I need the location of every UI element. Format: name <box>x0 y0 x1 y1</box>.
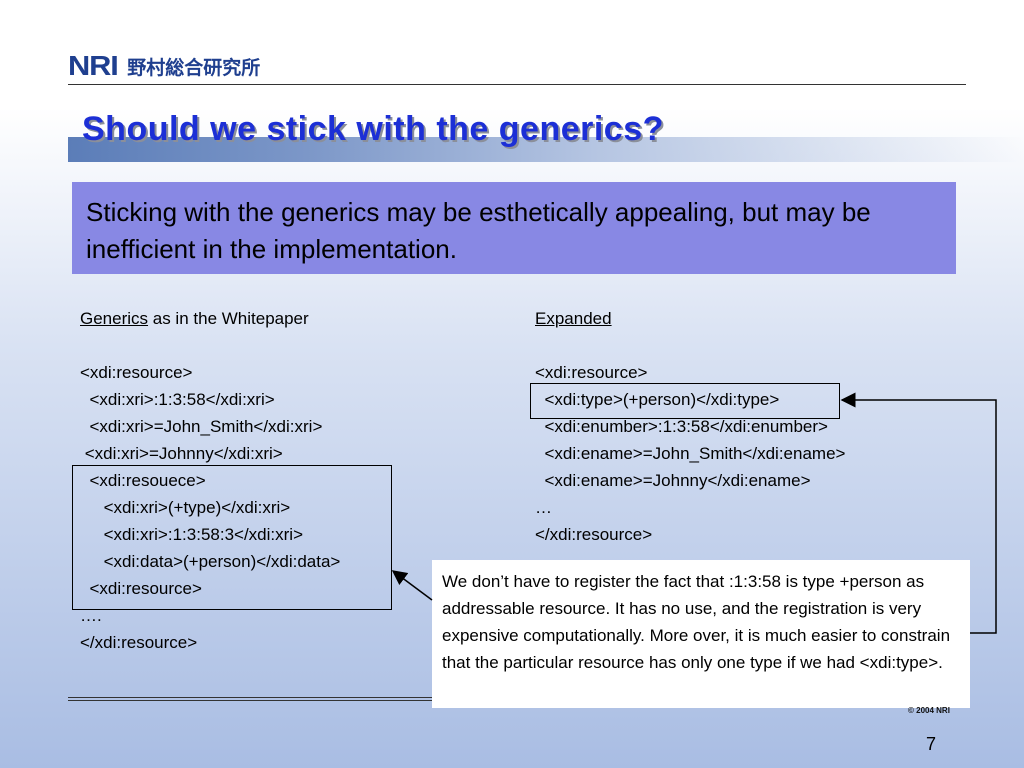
summary-box: Sticking with the generics may be esthet… <box>72 182 956 274</box>
logo-company-name: 野村総合研究所 <box>127 56 261 79</box>
code-line: …. <box>80 606 102 625</box>
code-line: <xdi:xri>:1:3:58:3</xdi:xri> <box>80 525 304 544</box>
nri-logo: NRI 野村総合研究所 <box>68 50 260 82</box>
footer-divider <box>68 697 432 698</box>
expanded-column: Expanded <xdi:resource> <xdi:type>(+pers… <box>535 305 845 548</box>
type-highlight-box <box>530 383 840 419</box>
code-line: <xdi:resouece> <box>80 471 206 490</box>
code-line: <xdi:xri>=Johnny</xdi:xri> <box>80 444 283 463</box>
generics-heading-rest: as in the Whitepaper <box>148 309 309 328</box>
arrow-to-generics <box>391 570 433 601</box>
code-line: <xdi:type>(+person)</xdi:type> <box>535 390 780 409</box>
code-line: </xdi:resource> <box>80 633 198 652</box>
generics-heading: Generics as in the Whitepaper <box>80 305 340 332</box>
code-line: … <box>535 498 552 517</box>
code-line: <xdi:ename>=John_Smith</xdi:ename> <box>535 444 846 463</box>
slide-title: Should we stick with the generics? <box>82 110 664 148</box>
copyright-text: © 2004 NRI <box>908 706 950 715</box>
generics-column: Generics as in the Whitepaper <xdi:resou… <box>80 305 340 656</box>
code-line: <xdi:xri>=John_Smith</xdi:xri> <box>80 417 323 436</box>
callout-box: We don’t have to register the fact that … <box>432 560 970 708</box>
code-line: <xdi:resource> <box>535 363 648 382</box>
header-divider <box>68 84 966 85</box>
title-band <box>68 137 1024 162</box>
code-line: <xdi:data>(+person)</xdi:data> <box>80 552 341 571</box>
footer-divider <box>68 700 432 701</box>
code-line: <xdi:resource> <box>80 579 202 598</box>
arrow-to-type <box>840 392 997 634</box>
page-number: 7 <box>926 734 937 754</box>
generics-heading-link[interactable]: Generics <box>80 309 149 328</box>
code-line: </xdi:resource> <box>535 525 653 544</box>
code-line: <xdi:resource> <box>80 363 193 382</box>
code-line: <xdi:xri>(+type)</xdi:xri> <box>80 498 291 517</box>
expanded-heading: Expanded <box>535 309 612 328</box>
code-line: <xdi:enumber>:1:3:58</xdi:enumber> <box>535 417 828 436</box>
code-line: <xdi:xri>:1:3:58</xdi:xri> <box>80 390 275 409</box>
code-line: <xdi:ename>=Johnny</xdi:ename> <box>535 471 811 490</box>
generics-highlight-box <box>72 465 392 610</box>
logo-mark: NRI <box>68 50 119 81</box>
